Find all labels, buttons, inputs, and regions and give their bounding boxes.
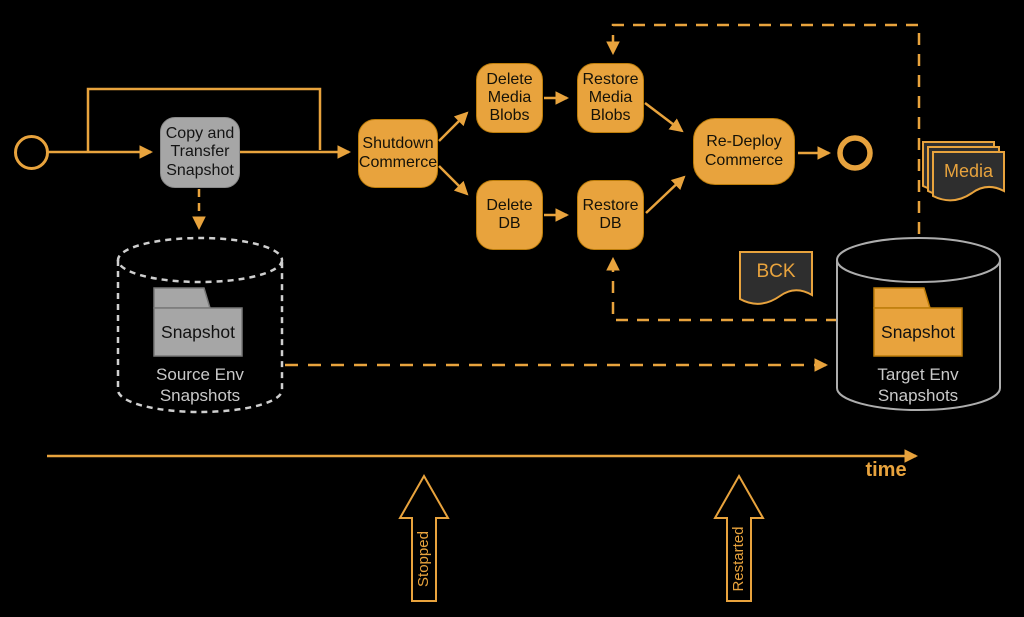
stopped-marker-label: Stopped [415, 531, 432, 587]
connector-shutdown-to-delete-media [438, 111, 469, 142]
end-event-circle [837, 135, 873, 171]
source-snapshot-folder-icon [153, 287, 243, 357]
target-env-caption: Target Env Snapshots [877, 365, 959, 406]
target-snapshot-folder-icon [873, 287, 963, 357]
task-restore-media-blobs: Restore Media Blobs [577, 63, 644, 133]
start-event-circle [14, 135, 49, 170]
bck-document-icon [739, 251, 813, 305]
media-documents-icon [922, 141, 1005, 202]
task-delete-media-blobs: Delete Media Blobs [476, 63, 543, 133]
connector-shutdown-to-delete-db [438, 165, 469, 196]
bck-document-label: BCK [756, 261, 796, 282]
stopped-block-arrow [398, 473, 450, 602]
connector-restore-db-to-redeploy [645, 175, 686, 214]
task-shutdown-commerce: Shutdown Commerce [358, 119, 438, 188]
source-snapshot-folder-label: Snapshot [161, 321, 235, 342]
source-env-caption: Source Env Snapshots [156, 365, 244, 406]
target-snapshot-folder-label: Snapshot [881, 321, 955, 342]
loop-connector [86, 87, 322, 152]
restarted-marker-label: Restarted [730, 526, 747, 592]
media-document-label: Media [943, 160, 994, 181]
task-copy-transfer-snapshot: Copy and Transfer Snapshot [160, 117, 240, 188]
task-delete-db: Delete DB [476, 180, 543, 250]
connector-target-store-to-restore-media [606, 23, 921, 234]
restarted-block-arrow [713, 473, 765, 602]
timeline-axis-label: time [865, 459, 907, 481]
connector-target-store-to-restore-db [606, 256, 838, 322]
task-restore-db: Restore DB [577, 180, 644, 250]
target-env-cylinder [836, 237, 1001, 411]
source-env-cylinder [116, 236, 284, 414]
connector-restore-media-to-redeploy [644, 102, 684, 133]
task-redeploy-commerce: Re-Deploy Commerce [693, 118, 795, 185]
